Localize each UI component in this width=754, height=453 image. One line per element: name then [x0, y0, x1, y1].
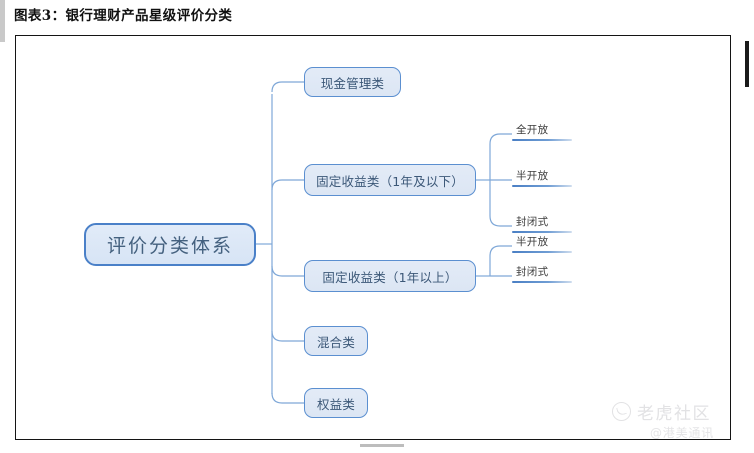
mindmap-node-label: 混合类 — [316, 334, 356, 350]
mindmap-leaf-closed-long[interactable]: 封闭式 — [512, 264, 576, 288]
mindmap-root-label: 评价分类体系 — [106, 235, 233, 257]
mindmap-leaf-semi-open-short[interactable]: 半开放 — [512, 168, 576, 192]
mindmap-leaf-label: 封闭式 — [516, 216, 549, 228]
mindmap-leaf-underline — [512, 185, 572, 188]
connector-lines — [256, 81, 512, 404]
mindmap-leaf-underline — [512, 251, 572, 254]
figure-title-bar: 图表3：银行理财产品星级评价分类 — [0, 0, 754, 28]
mindmap-leaf-closed-short[interactable]: 封闭式 — [512, 214, 576, 238]
mindmap-node-mixed[interactable]: 混合类 — [304, 326, 368, 356]
mindmap-canvas: 评价分类体系 现金管理类 固定收益类（1年及以下） 固定收益类（1年以上） 混合… — [16, 36, 732, 441]
watermark-handle: @港美通讯 — [650, 426, 715, 440]
mindmap-leaf-label: 全开放 — [516, 124, 549, 136]
mindmap-node-label: 固定收益类（1年及以下） — [316, 173, 464, 189]
page-title: 图表3：银行理财产品星级评价分类 — [14, 8, 233, 24]
mindmap-root-node[interactable]: 评价分类体系 — [84, 223, 256, 266]
mindmap-node-cash-management[interactable]: 现金管理类 — [304, 67, 401, 97]
tiger-logo-icon — [612, 402, 631, 421]
watermark-brand: 老虎社区 — [612, 399, 711, 424]
mindmap-node-fixed-income-long[interactable]: 固定收益类（1年以上） — [304, 260, 476, 292]
mindmap-leaf-label: 半开放 — [516, 170, 549, 182]
mindmap-node-equity[interactable]: 权益类 — [304, 388, 368, 418]
watermark-brand-text: 老虎社区 — [637, 404, 711, 424]
bottom-stub-mark — [360, 444, 404, 447]
mindmap-leaf-underline — [512, 231, 572, 234]
page-left-edge-mark — [0, 0, 5, 42]
mindmap-node-label: 固定收益类（1年以上） — [322, 269, 458, 285]
frame-right-accent — [745, 41, 749, 87]
mindmap-node-fixed-income-short[interactable]: 固定收益类（1年及以下） — [304, 164, 476, 196]
mindmap-leaf-label: 半开放 — [516, 236, 549, 248]
mindmap-leaf-underline — [512, 139, 572, 142]
mindmap-leaf-label: 封闭式 — [516, 266, 549, 278]
mindmap-node-label: 现金管理类 — [320, 75, 385, 91]
mindmap-leaf-semi-open-long[interactable]: 半开放 — [512, 234, 576, 258]
mindmap-leaf-underline — [512, 281, 572, 284]
mindmap-node-label: 权益类 — [316, 396, 356, 412]
figure-frame: 评价分类体系 现金管理类 固定收益类（1年及以下） 固定收益类（1年以上） 混合… — [15, 35, 731, 440]
mindmap-leaf-fully-open-short[interactable]: 全开放 — [512, 122, 576, 146]
